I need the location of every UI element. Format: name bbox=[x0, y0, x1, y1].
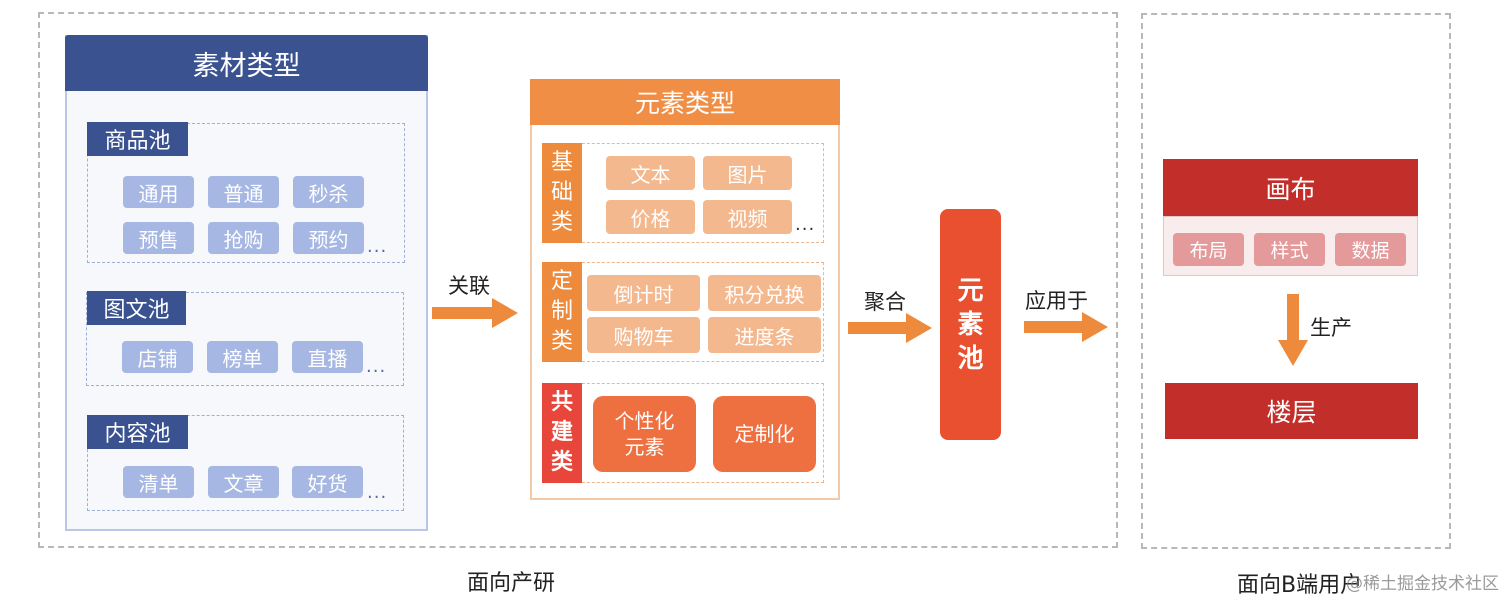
category-char: 定 bbox=[550, 269, 573, 294]
material-chip: 文章 bbox=[208, 466, 279, 498]
material-chip: 直播 bbox=[292, 341, 363, 373]
product-pool-label: 商品池 bbox=[87, 122, 188, 156]
graphic-pool-label: 图文池 bbox=[87, 291, 186, 325]
category-char: 共 bbox=[550, 390, 573, 415]
aggregate-label: 聚合 bbox=[864, 290, 906, 314]
element-chip: 积分兑换 bbox=[708, 275, 821, 311]
canvas-title: 画布 bbox=[1163, 159, 1418, 216]
material-chip: 店铺 bbox=[122, 341, 193, 373]
floor-box: 楼层 bbox=[1165, 383, 1418, 439]
element-chip: 文本 bbox=[606, 156, 695, 190]
more-ellipsis: ... bbox=[795, 214, 816, 235]
material-chip: 清单 bbox=[123, 466, 194, 498]
category-char: 础 bbox=[550, 180, 573, 205]
graphic-pool-box bbox=[86, 292, 404, 386]
produce-label: 生产 bbox=[1310, 316, 1352, 340]
pool-char: 素 bbox=[957, 309, 984, 340]
more-ellipsis: ... bbox=[367, 236, 388, 257]
element-chip: 购物车 bbox=[587, 317, 700, 353]
canvas-chip: 数据 bbox=[1335, 233, 1406, 266]
category-char: 类 bbox=[550, 210, 573, 235]
custom-category-label: 定 制 类 bbox=[542, 262, 582, 362]
b-users-section bbox=[1141, 13, 1451, 549]
element-chip: 视频 bbox=[703, 200, 792, 234]
material-panel-title: 素材类型 bbox=[65, 35, 428, 91]
right-arrow-icon bbox=[432, 298, 518, 328]
b-users-section-label: 面向B端用户 bbox=[1237, 573, 1363, 598]
material-chip: 预售 bbox=[123, 222, 194, 254]
content-pool-box bbox=[87, 415, 404, 511]
category-char: 类 bbox=[550, 329, 573, 354]
apply-to-label: 应用于 bbox=[1025, 289, 1088, 313]
rd-section-label: 面向产研 bbox=[467, 571, 556, 596]
element-chip: 进度条 bbox=[708, 317, 821, 353]
basic-category-label: 基 础 类 bbox=[542, 143, 582, 243]
category-char: 建 bbox=[550, 420, 573, 445]
content-pool-label: 内容池 bbox=[87, 415, 188, 449]
customized-chip: 定制化 bbox=[713, 396, 816, 472]
product-pool-box bbox=[87, 123, 405, 263]
element-chip: 价格 bbox=[606, 200, 695, 234]
pool-char: 池 bbox=[957, 343, 984, 374]
category-char: 类 bbox=[550, 450, 573, 475]
more-ellipsis: ... bbox=[366, 356, 387, 377]
canvas-chip: 样式 bbox=[1254, 233, 1325, 266]
category-char: 基 bbox=[550, 150, 573, 175]
material-chip: 榜单 bbox=[207, 341, 278, 373]
canvas-chip: 布局 bbox=[1173, 233, 1244, 266]
more-ellipsis: ... bbox=[367, 482, 388, 503]
watermark: @稀土掘金技术社区 bbox=[1346, 574, 1499, 594]
down-arrow-icon bbox=[1278, 294, 1308, 366]
element-panel-title: 元素类型 bbox=[530, 79, 840, 125]
category-char: 制 bbox=[550, 299, 573, 324]
material-chip: 通用 bbox=[123, 176, 194, 208]
personalized-element-chip: 个性化 元素 bbox=[593, 396, 696, 472]
element-pool: 元 素 池 bbox=[940, 209, 1001, 440]
material-chip: 预约 bbox=[293, 222, 364, 254]
rd-section bbox=[38, 12, 1118, 548]
element-chip: 图片 bbox=[703, 156, 792, 190]
cobuild-category-label: 共 建 类 bbox=[542, 383, 582, 483]
right-arrow-icon bbox=[848, 313, 932, 343]
material-chip: 好货 bbox=[292, 466, 363, 498]
associate-label: 关联 bbox=[448, 274, 490, 298]
element-chip: 倒计时 bbox=[587, 275, 700, 311]
material-chip: 抢购 bbox=[208, 222, 279, 254]
material-chip: 普通 bbox=[208, 176, 279, 208]
pool-char: 元 bbox=[957, 275, 984, 306]
right-arrow-icon bbox=[1024, 312, 1108, 342]
material-chip: 秒杀 bbox=[293, 176, 364, 208]
